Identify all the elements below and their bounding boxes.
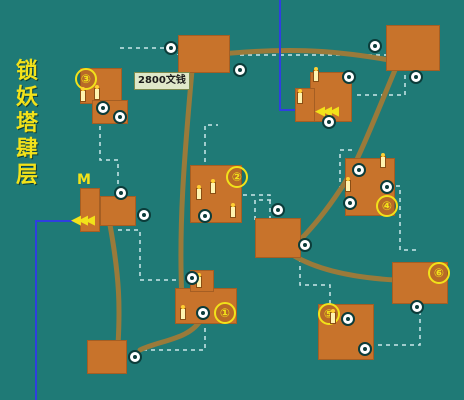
- room-number-6: ⑥: [428, 262, 450, 284]
- route-left: [35, 220, 80, 400]
- corridor-bottom: [140, 320, 206, 351]
- gear-icon[interactable]: [410, 300, 424, 314]
- path-1: [207, 47, 408, 66]
- gear-icon[interactable]: [198, 209, 212, 223]
- room-number-5: ⑤: [318, 303, 340, 325]
- corridor-right-mid: [339, 149, 355, 190]
- corridor-mid-2: [235, 194, 271, 220]
- gear-icon[interactable]: [271, 203, 285, 217]
- gear-icon[interactable]: [322, 115, 336, 129]
- stairs-icon[interactable]: ◀◀◀: [71, 213, 95, 228]
- corridor-bottom-right-2: [370, 305, 421, 346]
- room-number-3: ③: [75, 68, 97, 90]
- corridor-right-top: [355, 67, 406, 96]
- candle-icon: [345, 177, 351, 192]
- room-top-center[interactable]: [178, 35, 230, 73]
- m-marker-icon: M: [77, 172, 91, 188]
- corridor-left: [99, 110, 119, 196]
- candle-icon: [230, 203, 236, 218]
- gear-icon[interactable]: [185, 271, 199, 285]
- gear-icon[interactable]: [196, 306, 210, 320]
- candle-icon: [330, 309, 336, 324]
- gear-icon[interactable]: [164, 41, 178, 55]
- path-6: [282, 247, 398, 283]
- gear-icon[interactable]: [409, 70, 423, 84]
- room-bottom-left[interactable]: [87, 340, 127, 374]
- gear-icon[interactable]: [352, 163, 366, 177]
- candle-icon: [380, 153, 386, 168]
- gear-icon[interactable]: [233, 63, 247, 77]
- gear-icon[interactable]: [137, 208, 151, 222]
- gear-icon[interactable]: [114, 186, 128, 200]
- gear-icon[interactable]: [96, 101, 110, 115]
- candle-icon: [313, 67, 319, 82]
- gear-icon[interactable]: [341, 312, 355, 326]
- room-left[interactable]: [100, 196, 136, 226]
- corridor-left-mid: [118, 229, 180, 281]
- candle-icon: [210, 179, 216, 194]
- map-title: 锁妖塔肆层: [15, 58, 38, 188]
- gear-icon[interactable]: [342, 70, 356, 84]
- gear-icon[interactable]: [380, 180, 394, 194]
- room-center[interactable]: [255, 218, 301, 258]
- candle-icon: [297, 89, 303, 104]
- gear-icon[interactable]: [113, 110, 127, 124]
- path-5: [297, 67, 398, 243]
- room-number-1: ①: [214, 302, 236, 324]
- stairs-icon[interactable]: ◀◀◀: [315, 104, 339, 119]
- candle-icon: [80, 87, 86, 102]
- path-2: [178, 67, 195, 303]
- corridor-mid: [204, 124, 218, 170]
- gear-icon[interactable]: [298, 238, 312, 252]
- gear-icon[interactable]: [343, 196, 357, 210]
- price-label: 2800文钱: [134, 72, 190, 90]
- candle-icon: [180, 305, 186, 320]
- room-number-2: ②: [226, 166, 248, 188]
- candle-icon: [196, 185, 202, 200]
- room-number-4: ④: [376, 195, 398, 217]
- candle-icon: [94, 85, 100, 100]
- room-top-right[interactable]: [386, 25, 440, 71]
- gear-icon[interactable]: [128, 350, 142, 364]
- path-3: [107, 222, 122, 348]
- corridor-center: [299, 250, 331, 308]
- room-left-strip[interactable]: [80, 188, 100, 232]
- corridor-center-2: [254, 199, 275, 220]
- gear-icon[interactable]: [368, 39, 382, 53]
- gear-icon[interactable]: [358, 342, 372, 356]
